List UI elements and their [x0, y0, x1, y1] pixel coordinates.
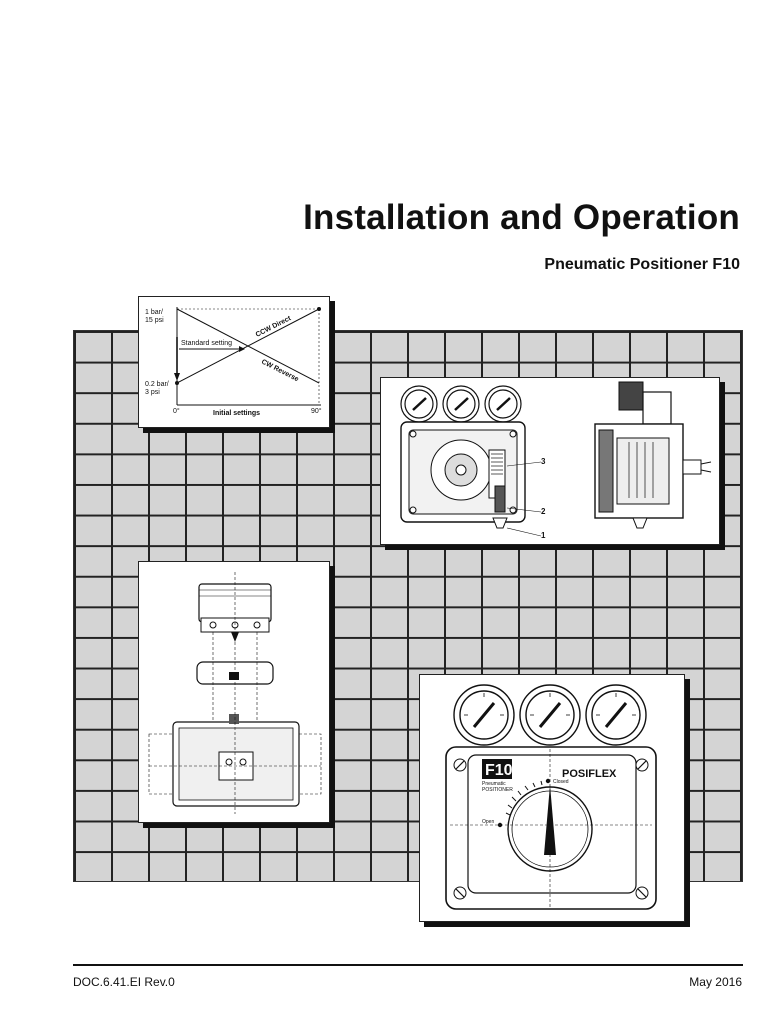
model-badge: F10: [485, 762, 513, 779]
y-axis-top-label-1: 1 bar/: [145, 309, 163, 316]
callout-2: 2: [541, 507, 546, 516]
model-caption-2: POSITIONER: [482, 787, 513, 793]
open-label: Open: [482, 819, 494, 825]
positioner-internal-drawing: 3 2 1: [400, 381, 712, 540]
x-axis-start-label: 0°: [173, 407, 180, 415]
ccw-direct-label: CCW Direct: [255, 315, 293, 339]
document-code: DOC.6.41.EI Rev.0: [73, 975, 175, 989]
y-axis-bottom-label-2: 3 psi: [145, 389, 160, 396]
document-date: May 2016: [689, 975, 742, 989]
x-axis-title: Initial settings: [213, 410, 260, 417]
y-axis-bottom-label-1: 0.2 bar/: [145, 381, 169, 388]
standard-setting-label: Standard setting: [181, 340, 232, 347]
callout-3: 3: [541, 457, 546, 466]
callout-1: 1: [541, 531, 546, 540]
document-subtitle: Pneumatic Positioner F10: [544, 256, 740, 273]
footer-divider: [73, 964, 743, 966]
setting-graph: 1 bar/ 15 psi 0.2 bar/ 3 psi 0° 90° Init…: [145, 307, 322, 417]
mounting-diagram-panel: [138, 561, 330, 823]
brand-logo: POSIFLEX: [562, 768, 617, 780]
positioner-internal-panel: 3 2 1: [380, 377, 720, 545]
document-title: Installation and Operation: [303, 198, 740, 237]
closed-label: Closed: [553, 779, 569, 785]
model-caption-1: Pneumatic: [482, 781, 506, 787]
y-axis-top-label-2: 15 psi: [145, 317, 164, 324]
mounting-diagram: [148, 572, 322, 814]
front-view-panel: F10 Pneumatic POSITIONER POSIFLEX Closed…: [419, 674, 685, 922]
front-view-drawing: F10 Pneumatic POSITIONER POSIFLEX Closed…: [445, 684, 657, 910]
setting-graph-panel: 1 bar/ 15 psi 0.2 bar/ 3 psi 0° 90° Init…: [138, 296, 330, 428]
x-axis-end-label: 90°: [311, 407, 322, 415]
